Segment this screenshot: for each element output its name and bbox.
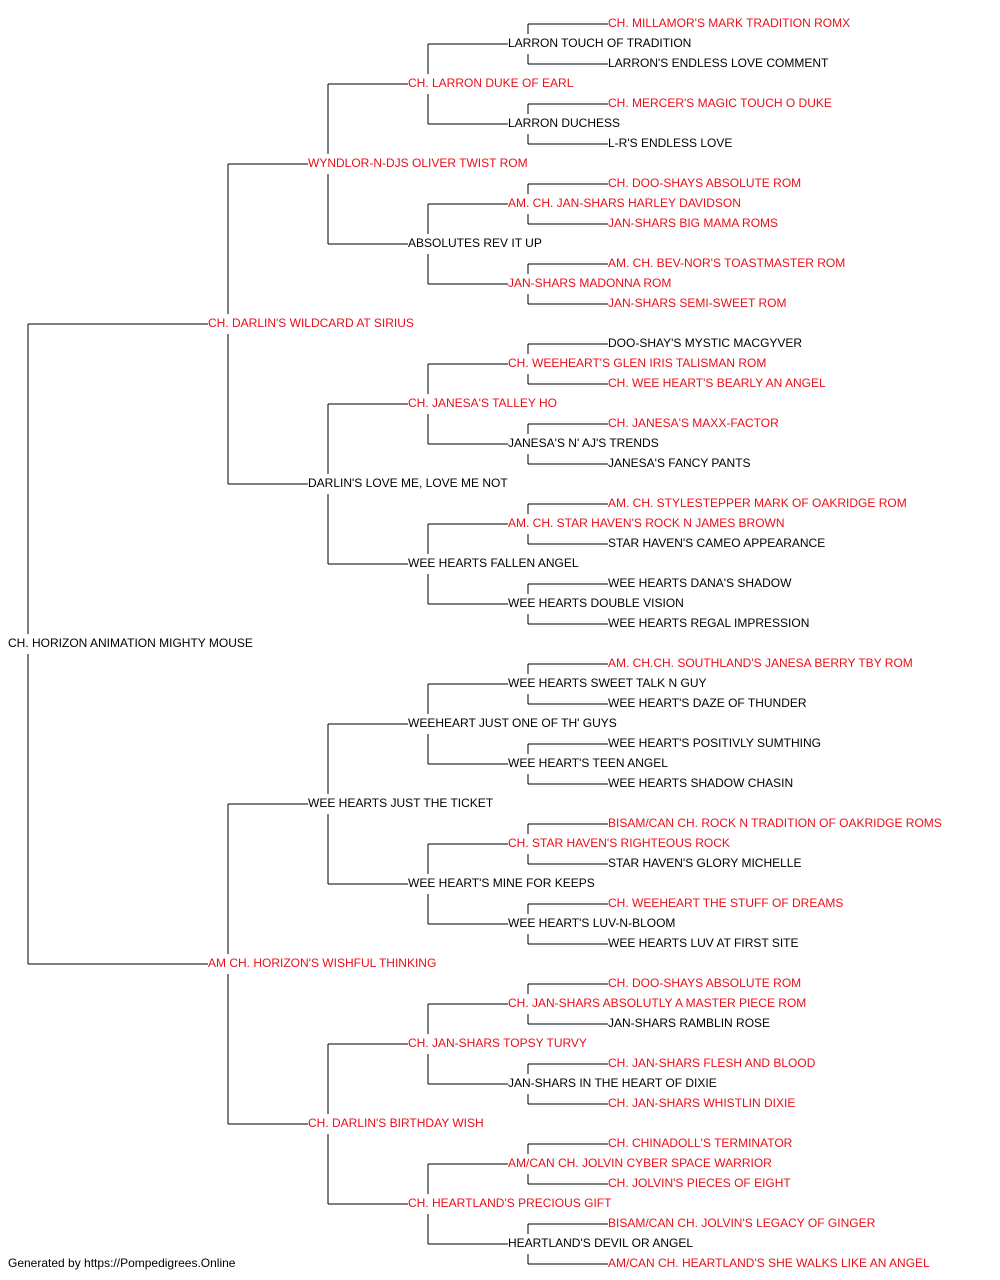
- ancestor-name: CH. MERCER'S MAGIC TOUCH O DUKE: [608, 96, 832, 110]
- ancestor-name: WYNDLOR-N-DJS OLIVER TWIST ROM: [308, 156, 528, 170]
- ancestor-name: CH. JANESA'S MAXX-FACTOR: [608, 416, 779, 430]
- ancestor-name: JAN-SHARS BIG MAMA ROMS: [608, 216, 778, 230]
- ancestor-name: AM. CH. BEV-NOR'S TOASTMASTER ROM: [608, 256, 845, 270]
- ancestor-name: AM. CH. STYLESTEPPER MARK OF OAKRIDGE RO…: [608, 496, 907, 510]
- ancestor-name: STAR HAVEN'S CAMEO APPEARANCE: [608, 536, 825, 550]
- ancestor-name: DARLIN'S LOVE ME, LOVE ME NOT: [308, 476, 508, 490]
- ancestor-name: WEE HEARTS REGAL IMPRESSION: [608, 616, 809, 630]
- ancestor-name: LARRON'S ENDLESS LOVE COMMENT: [608, 56, 829, 70]
- ancestor-name: WEE HEART'S POSITIVLY SUMTHING: [608, 736, 821, 750]
- generated-by-footer: Generated by https://Pompedigrees.Online: [8, 1256, 236, 1270]
- ancestor-name: LARRON TOUCH OF TRADITION: [508, 36, 691, 50]
- ancestor-name: WEE HEARTS SHADOW CHASIN: [608, 776, 793, 790]
- ancestor-name: JANESA'S N' AJ'S TRENDS: [508, 436, 659, 450]
- ancestor-name: WEE HEARTS SWEET TALK N GUY: [508, 676, 707, 690]
- ancestor-name: CH. JOLVIN'S PIECES OF EIGHT: [608, 1176, 791, 1190]
- ancestor-name: WEEHEART JUST ONE OF TH' GUYS: [408, 716, 617, 730]
- ancestor-name: CH. CHINADOLL'S TERMINATOR: [608, 1136, 793, 1150]
- ancestor-name: CH. HORIZON ANIMATION MIGHTY MOUSE: [8, 636, 253, 650]
- ancestor-name: AM. CH.CH. SOUTHLAND'S JANESA BERRY TBY …: [608, 656, 913, 670]
- ancestor-name: CH. STAR HAVEN'S RIGHTEOUS ROCK: [508, 836, 730, 850]
- ancestor-name: WEE HEARTS DOUBLE VISION: [508, 596, 684, 610]
- ancestor-name: AM. CH. STAR HAVEN'S ROCK N JAMES BROWN: [508, 516, 785, 530]
- ancestor-name: CH. DARLIN'S BIRTHDAY WISH: [308, 1116, 484, 1130]
- ancestor-name: CH. JAN-SHARS WHISTLIN DIXIE: [608, 1096, 795, 1110]
- ancestor-name: AM. CH. JAN-SHARS HARLEY DAVIDSON: [508, 196, 741, 210]
- ancestor-name: CH. JAN-SHARS TOPSY TURVY: [408, 1036, 587, 1050]
- ancestor-name: JANESA'S FANCY PANTS: [608, 456, 751, 470]
- ancestor-name: WEE HEART'S LUV-N-BLOOM: [508, 916, 675, 930]
- ancestor-name: CH. MILLAMOR'S MARK TRADITION ROMX: [608, 16, 850, 30]
- ancestor-name: JAN-SHARS IN THE HEART OF DIXIE: [508, 1076, 717, 1090]
- ancestor-name: CH. LARRON DUKE OF EARL: [408, 76, 574, 90]
- ancestor-name: HEARTLAND'S DEVIL OR ANGEL: [508, 1236, 693, 1250]
- ancestor-name: WEE HEARTS FALLEN ANGEL: [408, 556, 579, 570]
- ancestor-name: CH. DOO-SHAYS ABSOLUTE ROM: [608, 976, 801, 990]
- ancestor-name: AM/CAN CH. HEARTLAND'S SHE WALKS LIKE AN…: [608, 1256, 930, 1270]
- ancestor-name: CH. JAN-SHARS FLESH AND BLOOD: [608, 1056, 816, 1070]
- ancestor-name: CH. DOO-SHAYS ABSOLUTE ROM: [608, 176, 801, 190]
- ancestor-name: CH. JANESA'S TALLEY HO: [408, 396, 557, 410]
- ancestor-name: WEE HEARTS LUV AT FIRST SITE: [608, 936, 799, 950]
- ancestor-name: CH. WEEHEART THE STUFF OF DREAMS: [608, 896, 843, 910]
- ancestor-name: LARRON DUCHESS: [508, 116, 620, 130]
- ancestor-name: JAN-SHARS RAMBLIN ROSE: [608, 1016, 770, 1030]
- ancestor-name: BISAM/CAN CH. ROCK N TRADITION OF OAKRID…: [608, 816, 942, 830]
- ancestor-name: ABSOLUTES REV IT UP: [408, 236, 542, 250]
- ancestor-name: CH. JAN-SHARS ABSOLUTLY A MASTER PIECE R…: [508, 996, 806, 1010]
- ancestor-name: BISAM/CAN CH. JOLVIN'S LEGACY OF GINGER: [608, 1216, 876, 1230]
- ancestor-name: CH. WEEHEART'S GLEN IRIS TALISMAN ROM: [508, 356, 766, 370]
- ancestor-name: CH. DARLIN'S WILDCARD AT SIRIUS: [208, 316, 414, 330]
- ancestor-name: JAN-SHARS SEMI-SWEET ROM: [608, 296, 786, 310]
- ancestor-name: WEE HEARTS DANA'S SHADOW: [608, 576, 792, 590]
- ancestor-name: WEE HEART'S TEEN ANGEL: [508, 756, 668, 770]
- ancestor-name: CH. HEARTLAND'S PRECIOUS GIFT: [408, 1196, 612, 1210]
- ancestor-name: JAN-SHARS MADONNA ROM: [508, 276, 671, 290]
- ancestor-name: AM/CAN CH. JOLVIN CYBER SPACE WARRIOR: [508, 1156, 772, 1170]
- ancestor-name: L-R'S ENDLESS LOVE: [608, 136, 732, 150]
- ancestor-name: DOO-SHAY'S MYSTIC MACGYVER: [608, 336, 802, 350]
- ancestor-name: STAR HAVEN'S GLORY MICHELLE: [608, 856, 801, 870]
- ancestor-name: WEE HEART'S DAZE OF THUNDER: [608, 696, 807, 710]
- ancestor-name: CH. WEE HEART'S BEARLY AN ANGEL: [608, 376, 826, 390]
- ancestor-name: AM CH. HORIZON'S WISHFUL THINKING: [208, 956, 436, 970]
- ancestor-name: WEE HEART'S MINE FOR KEEPS: [408, 876, 595, 890]
- ancestor-name: WEE HEARTS JUST THE TICKET: [308, 796, 494, 810]
